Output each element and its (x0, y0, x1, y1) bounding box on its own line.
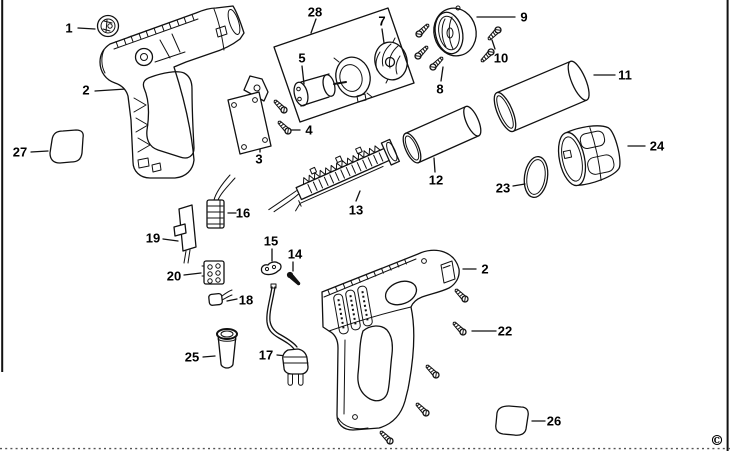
heating-element-part (268, 138, 401, 213)
part-label-4: 4 (305, 122, 313, 138)
power-cord-part (266, 283, 309, 386)
part-label-9: 9 (520, 9, 528, 25)
connector-block-part (206, 174, 236, 229)
o-ring-part (523, 155, 549, 199)
part-label-13: 13 (348, 202, 364, 218)
part-label-22: 22 (497, 323, 513, 339)
slide-lever-part (173, 204, 197, 264)
label-pad-27-part (49, 129, 84, 164)
part-label-14: 14 (287, 246, 303, 262)
motor-part (293, 73, 347, 107)
cord-clamp-part (260, 261, 282, 276)
spade-connector-part (208, 289, 233, 306)
nozzle-guard-part (557, 125, 621, 187)
part-label-18: 18 (238, 292, 254, 308)
screw-14-part (285, 270, 303, 288)
inlet-cap-part (433, 5, 477, 57)
part-label-17: 17 (258, 347, 274, 363)
part-label-5: 5 (298, 50, 306, 66)
cord-guard-part (216, 328, 238, 369)
part-label-12: 12 (428, 172, 444, 188)
dial-knob-part (96, 14, 120, 38)
terminal-block-part (201, 260, 225, 285)
part-label-1: 1 (65, 20, 73, 36)
part-label-26: 26 (546, 413, 562, 429)
part-label-3: 3 (255, 151, 263, 167)
pcb-plate-part (227, 75, 272, 155)
part-label-15: 15 (263, 233, 279, 249)
fan-housing-ring-part (333, 56, 373, 103)
part-label-23: 23 (495, 180, 511, 196)
outer-barrel-tube-part (493, 60, 590, 133)
part-label-19: 19 (145, 230, 161, 246)
fan-impeller-part (374, 37, 408, 84)
copyright-symbol: © (710, 433, 724, 449)
inner-barrel-tube-part (402, 105, 482, 164)
part-label-2-top: 2 (82, 82, 90, 98)
housing-right-half-part (321, 249, 460, 431)
housing-left-half-part (99, 5, 245, 179)
part-label-27: 27 (12, 144, 28, 160)
part-label-24: 24 (649, 138, 665, 154)
part-label-20: 20 (166, 268, 182, 284)
part-label-25: 25 (184, 349, 200, 365)
leader-lines (30, 16, 646, 422)
assembly-box-part (273, 7, 415, 123)
part-label-2-bottom: 2 (481, 261, 489, 277)
part-label-10: 10 (493, 50, 509, 66)
label-pad-26-part (495, 405, 529, 436)
part-label-11: 11 (618, 67, 632, 83)
part-label-7: 7 (378, 13, 386, 29)
part-label-8: 8 (436, 81, 444, 97)
part-label-28: 28 (307, 4, 323, 20)
screws-4-part (271, 97, 293, 136)
part-label-16: 16 (235, 205, 251, 221)
